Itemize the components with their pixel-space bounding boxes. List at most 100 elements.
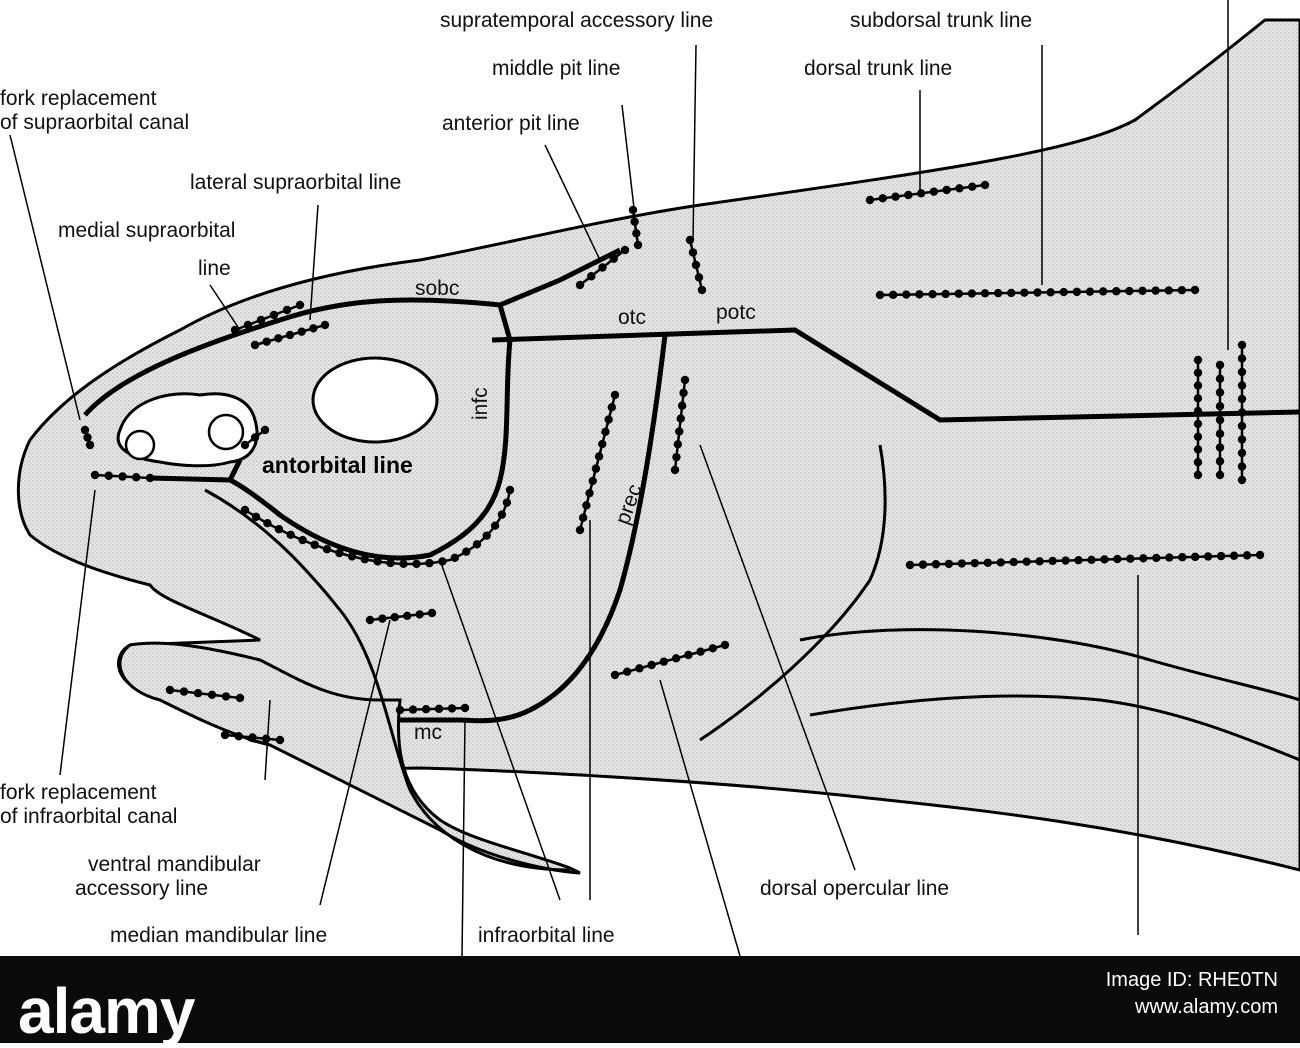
pit-dot <box>421 705 431 714</box>
pit-dot <box>1074 555 1083 565</box>
pit-dot <box>438 557 447 566</box>
label-fork-replacement-infraorbital-2: of infraorbital canal <box>0 805 178 828</box>
pit-dot <box>221 692 231 701</box>
pit-dot <box>269 310 279 320</box>
label-dorsal-trunk-line: dorsal trunk line <box>804 57 953 80</box>
pit-dot <box>83 433 92 442</box>
pit-dot <box>118 472 127 481</box>
pit-dot <box>684 650 693 660</box>
pit-dot <box>240 505 250 515</box>
pit-dot <box>957 559 967 568</box>
pit-dot <box>234 732 243 741</box>
pit-dot <box>609 254 618 263</box>
pit-dot <box>497 510 507 519</box>
pit-dot <box>1193 458 1203 467</box>
pit-line-dots <box>80 180 1265 745</box>
pit-dot <box>1164 286 1173 295</box>
pit-dot <box>1215 415 1225 425</box>
pit-dot <box>360 555 369 564</box>
pit-dot <box>408 705 418 714</box>
pit-dot <box>1193 419 1203 429</box>
pit-dot <box>282 305 292 315</box>
pit-dot <box>675 427 684 436</box>
pit-dot <box>1193 355 1203 365</box>
pit-dot <box>220 730 230 740</box>
pit-dot <box>1237 462 1247 471</box>
pit-dot <box>1087 555 1096 565</box>
label-median-mandibular-line: median mandibular line <box>110 924 328 947</box>
pit-dot <box>1177 286 1187 295</box>
pit-dot <box>80 425 90 435</box>
label-dorsal-opercular-line: dorsal opercular line <box>760 877 950 900</box>
pit-dot <box>434 704 444 713</box>
pit-dot <box>659 657 669 666</box>
pit-dot <box>104 471 113 480</box>
pit-dot <box>1215 374 1225 383</box>
pit-dot <box>1215 443 1225 452</box>
pit-dot <box>688 248 698 257</box>
label-fork-replacement-infraorbital-1: fork replacement <box>0 781 157 804</box>
watermark-bar <box>0 956 1300 1043</box>
pit-dot <box>490 521 500 530</box>
pit-dot <box>633 240 643 250</box>
pit-dot <box>132 473 141 482</box>
pit-dot <box>993 288 1003 298</box>
label-supratemporal-accessory-line: supratemporal accessory line <box>440 9 714 32</box>
pit-dot <box>274 525 284 534</box>
pit-dot <box>250 340 260 350</box>
pit-dot <box>1237 421 1247 431</box>
pit-dot <box>1033 288 1042 297</box>
pit-dot <box>262 337 271 346</box>
pit-dot <box>1255 550 1265 560</box>
label-fork-replacement-supraorbital-1: fork replacement <box>0 87 157 110</box>
pit-dot <box>482 531 491 540</box>
alamy-url: www.alamy.com <box>1135 996 1278 1018</box>
pit-dot <box>623 667 632 676</box>
pit-dot <box>1152 553 1161 563</box>
pit-dot <box>928 289 937 299</box>
pit-dot <box>1215 429 1225 438</box>
pit-dot <box>285 330 295 340</box>
pit-dot <box>691 260 701 270</box>
pit-dot <box>708 644 717 653</box>
pit-dot <box>607 403 617 412</box>
pit-dot <box>1215 402 1225 411</box>
pit-dot <box>1215 360 1225 370</box>
pit-dot <box>980 180 990 190</box>
pit-dot <box>1193 406 1203 416</box>
pit-dot <box>395 705 405 715</box>
mandible-outline <box>118 641 581 875</box>
pit-dot <box>262 734 271 743</box>
pit-dot <box>310 540 319 550</box>
pit-dot <box>1151 286 1160 295</box>
pit-dot <box>335 548 344 558</box>
pit-dot <box>582 501 591 510</box>
pit-dot <box>1048 556 1057 566</box>
pit-dot <box>505 485 515 495</box>
pit-dot <box>1193 445 1203 454</box>
pit-dot <box>90 470 100 480</box>
pit-dot <box>1035 557 1044 566</box>
pit-dot <box>1215 470 1225 480</box>
pit-dot <box>412 559 421 569</box>
pit-dot <box>1203 552 1213 561</box>
pit-dot <box>694 273 704 282</box>
pit-dot <box>980 289 990 298</box>
pit-dot <box>1229 551 1239 560</box>
pit-dot <box>1072 287 1082 297</box>
pit-dot <box>587 272 596 281</box>
pit-dot <box>1112 287 1121 296</box>
pit-dot <box>1178 553 1187 562</box>
abbr-mc: mc <box>414 721 442 744</box>
pit-dot <box>676 414 685 423</box>
pit-dot <box>578 513 588 522</box>
pit-dot <box>875 290 885 300</box>
pit-dot <box>1098 287 1108 296</box>
pit-dot <box>295 300 305 310</box>
pit-dot <box>865 195 875 205</box>
pit-dot <box>620 245 630 255</box>
pit-dot <box>1085 287 1095 296</box>
pit-dot <box>696 647 705 656</box>
pit-dot <box>905 560 915 570</box>
pit-dot <box>983 558 992 567</box>
